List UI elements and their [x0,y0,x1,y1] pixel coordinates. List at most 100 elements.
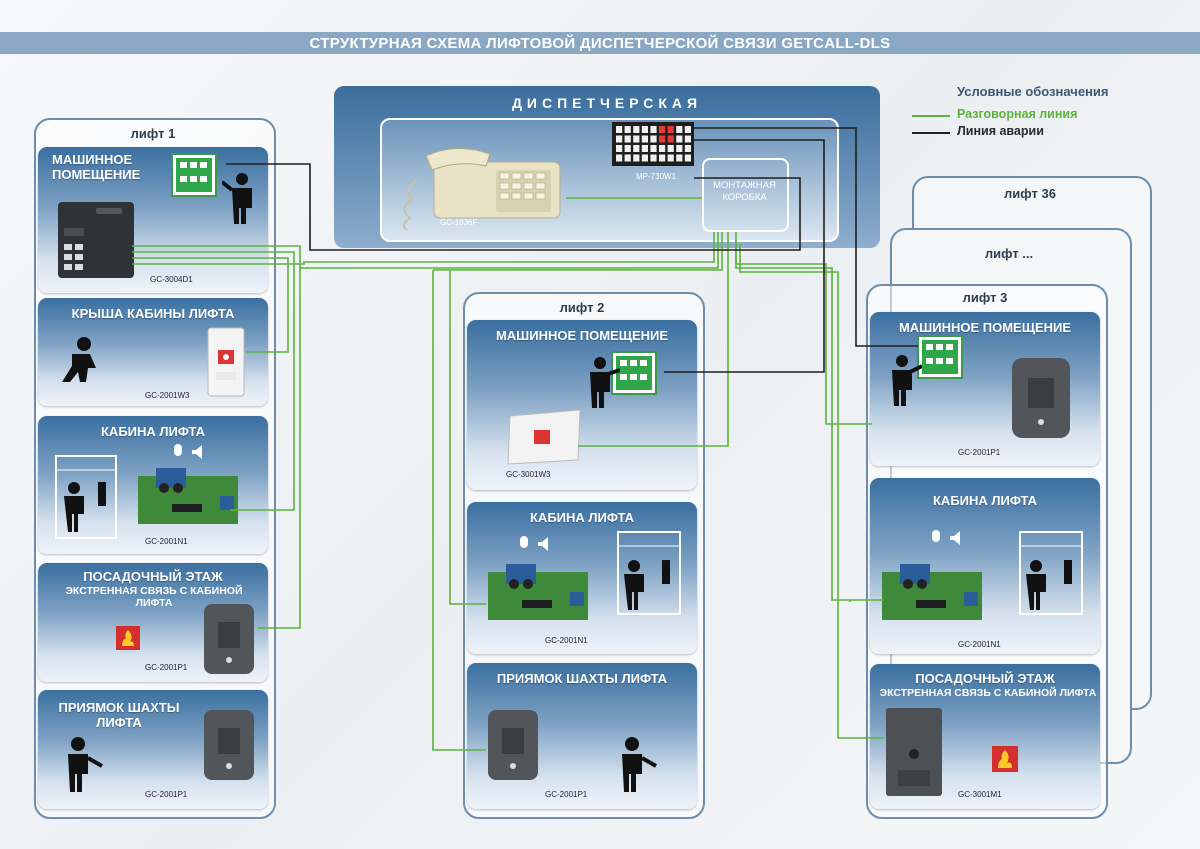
lift1-machine-code: GC-3004D1 [150,275,193,284]
legend-title: Условные обозначения [957,84,1109,99]
lift2-pit-title: ПРИЯМОК ШАХТЫ ЛИФТА [496,671,668,686]
panel-button [650,135,657,143]
panel-button [650,126,657,133]
mic-speaker-icon [520,536,548,551]
call-station-flat-icon [507,409,581,465]
panel-button [616,126,623,133]
lift1-landing-code: GC-2001P1 [145,663,188,672]
lift2-cabin-title: КАБИНА ЛИФТА [530,510,634,525]
person-icon [892,355,922,406]
panel-button [624,145,631,152]
panel-button [616,145,623,152]
worker-icon [622,737,657,792]
junction-box [702,158,789,232]
panel-dark-icon [488,710,538,780]
lift3-label: лифт 3 [962,290,1008,305]
legend-alarm-label: Линия аварии [957,124,1044,138]
lift3-cabin-title: КАБИНА ЛИФТА [933,493,1037,508]
lift3-landing-code: GC-3001M1 [958,790,1002,799]
panel-button [676,145,683,152]
page-title: СТРУКТУРНАЯ СХЕМА ЛИФТОВОЙ ДИСПЕТЧЕРСКОЙ… [309,35,891,52]
panel-button [676,135,683,143]
panel-button [667,154,674,162]
lift3-cabin-code: GC-2001N1 [958,640,1001,649]
lift1-roof-title: КРЫША КАБИНЫ ЛИФТА [71,306,235,321]
lift3-landing-title: ПОСАДОЧНЫЙ ЭТАЖ [915,671,1055,686]
lift1-landing-title: ПОСАДОЧНЫЙ ЭТАЖ [83,569,223,584]
panel-button [641,145,648,152]
panel-button [667,145,674,152]
panel-button [616,154,623,162]
panel-button [659,135,666,143]
dispatch-phone-code: GC-1036F [440,218,478,227]
lift2-pit-code: GC-2001P1 [545,790,588,799]
cabin-icon [1019,531,1083,615]
panel-button [633,154,640,162]
circuit-board-icon [488,564,588,620]
fire-icon [116,626,140,650]
worker-icon [62,337,96,382]
panel-button [676,154,683,162]
circuit-board-icon [138,468,238,524]
lift2-machine-code: GC-3001W3 [506,470,551,479]
mic-speaker-icon [932,530,960,545]
panel-button [641,154,648,162]
control-box-icon [917,335,963,379]
lift1-roof-code: GC-2001W3 [145,391,190,400]
lift-more-label: лифт ... [984,246,1034,261]
panel-button [633,126,640,133]
lift1-pit-code: GC-2001P1 [145,790,188,799]
mic-speaker-icon [174,444,202,459]
cabin-icon [617,531,681,615]
intercom-tall-icon [886,708,942,796]
dispatch-title: ДИСПЕТЧЕРСКАЯ [511,95,703,111]
panel-button [676,126,683,133]
lift2-machine-room-title: МАШИННОЕ ПОМЕЩЕНИЕ [495,328,669,343]
lift2-label: лифт 2 [559,300,605,315]
panel-button [684,126,691,133]
dispatch-panel-code: MP-730W1 [636,172,677,181]
lift36-label: лифт 36 [1004,186,1056,201]
panel-button [684,135,691,143]
alarm-lines [226,127,918,373]
lift3-landing-subtitle: ЭКСТРЕННАЯ СВЯЗЬ С КАБИНОЙ ЛИФТА [879,687,1097,699]
lift1-label: лифт 1 [130,126,176,141]
panel-button [624,154,631,162]
panel-button [641,135,648,143]
panel-button [633,135,640,143]
lift1-cabin-title: КАБИНА ЛИФТА [101,424,205,439]
panel-button [684,145,691,152]
panel-button [641,126,648,133]
lift1-landing-subtitle: ЭКСТРЕННАЯ СВЯЗЬ С КАБИНОЙ ЛИФТА [65,585,243,609]
junction-box-label: МОНТАЖНАЯ КОРОБКА [713,180,776,203]
lift2-cabin-code: GC-2001N1 [545,636,588,645]
intercom-unit-icon [58,202,134,278]
panel-button [667,135,674,143]
lift3-machine-code: GC-2001P1 [958,448,1001,457]
panel-dark-icon [1012,358,1070,438]
lift1-cabin-code: GC-2001N1 [145,537,188,546]
panel-dark-icon [204,710,254,780]
person-icon [590,357,620,408]
dispatch-phone-icon [403,147,561,230]
title-bar [0,32,1200,54]
panel-button [624,126,631,133]
cabin-icon [55,455,117,539]
legend-alarm-line [912,132,950,134]
circuit-board-icon [882,564,982,620]
lift3-machine-room-title: МАШИННОЕ ПОМЕЩЕНИЕ [898,320,1072,335]
panel-button [624,135,631,143]
call-station-white-icon [207,327,245,397]
panel-button [659,145,666,152]
control-box-icon [611,351,657,395]
panel-button [659,154,666,162]
legend-talk-label: Разговорная линия [957,107,1078,121]
talk-lines [132,197,884,751]
panel-button [650,145,657,152]
panel-button [650,154,657,162]
legend-talk-line [912,115,950,117]
panel-dark-icon [204,604,254,674]
panel-button [616,135,623,143]
lift1-machine-room-title: МАШИННОЕ ПОМЕЩЕНИЕ [52,152,141,182]
